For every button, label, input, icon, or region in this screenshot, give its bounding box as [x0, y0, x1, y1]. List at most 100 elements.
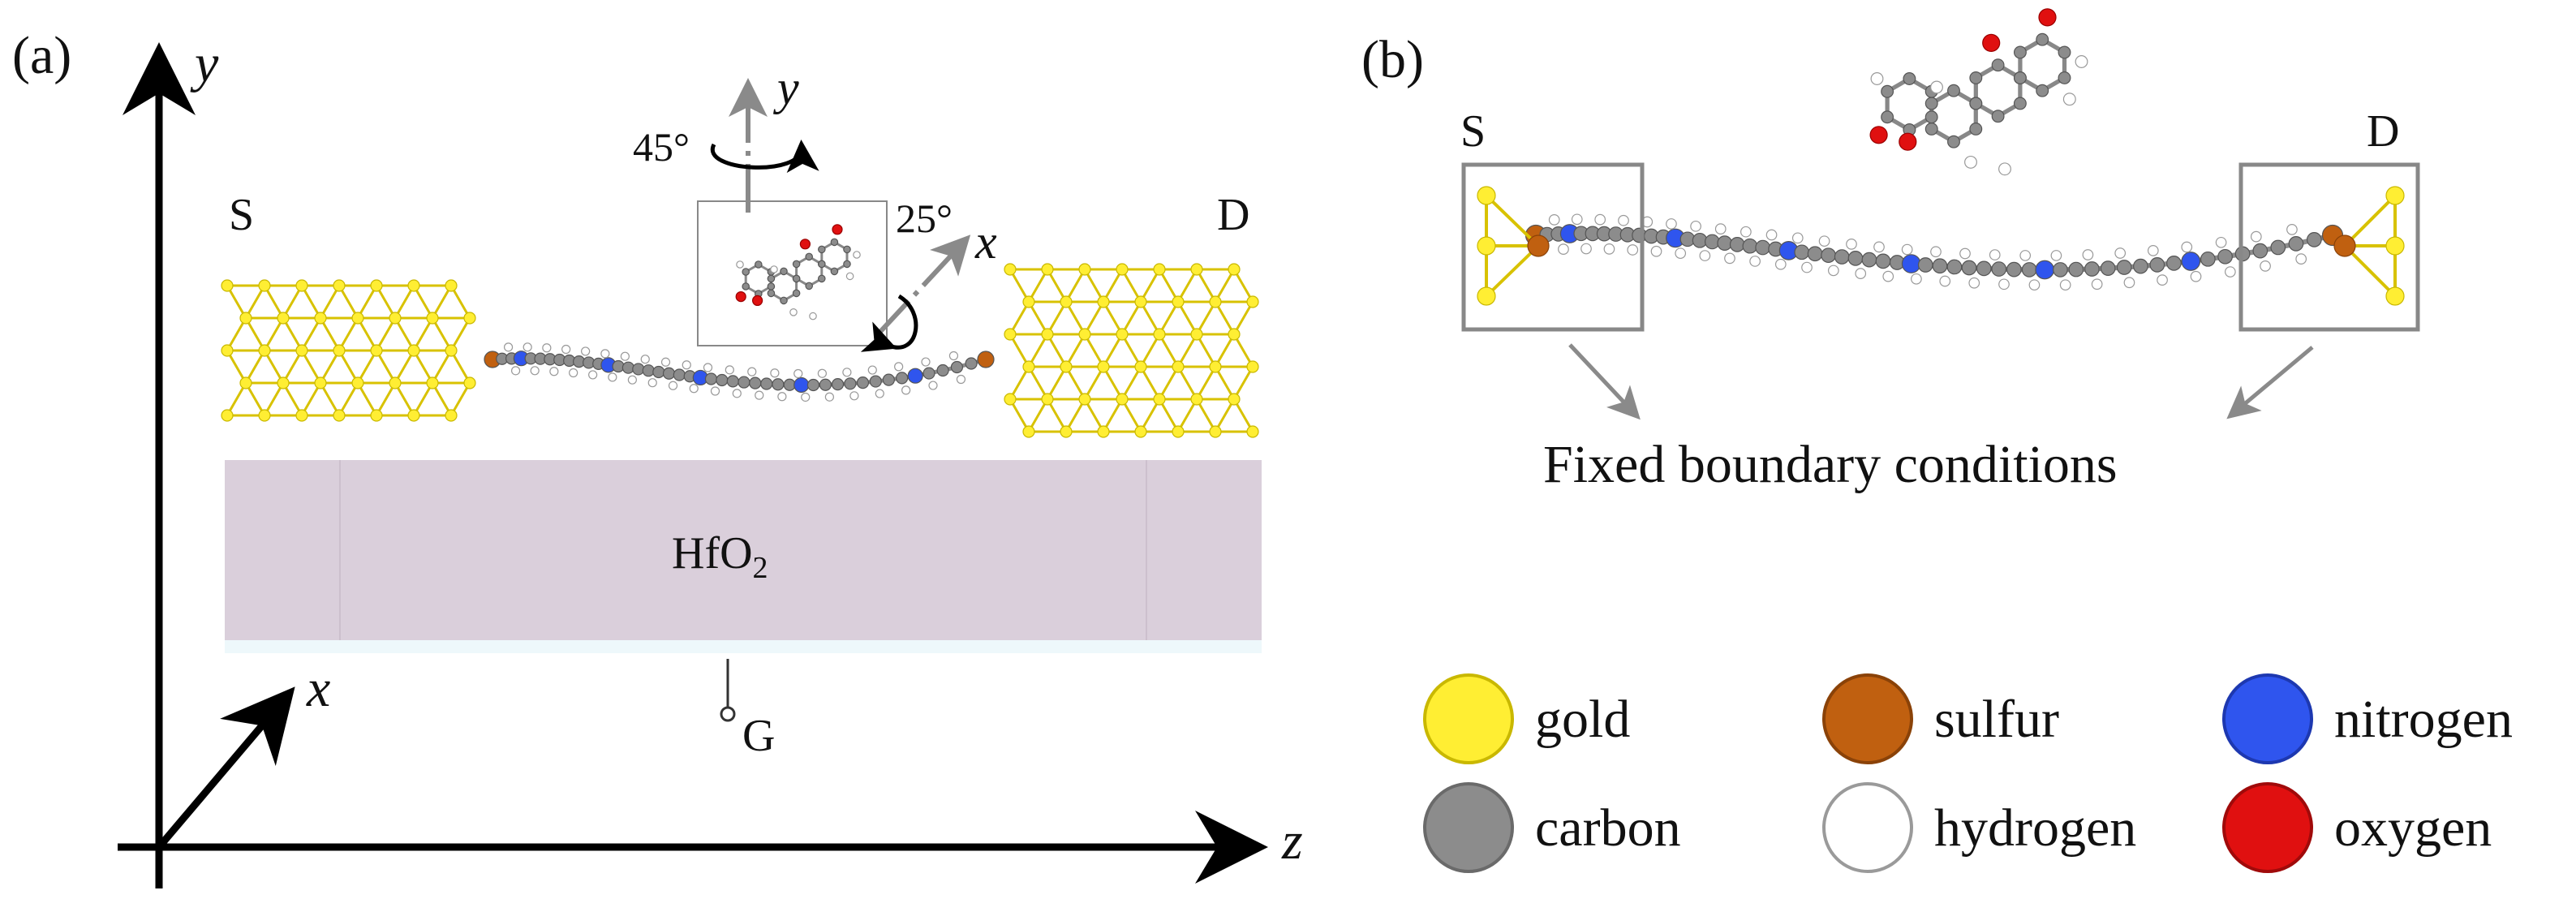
wire-atom — [1717, 235, 1733, 251]
wire-atom — [2181, 252, 2201, 271]
gold-atom — [333, 344, 346, 357]
wire-atom — [1932, 258, 1948, 274]
bond — [431, 284, 453, 320]
gold-atom — [1060, 425, 1073, 438]
boundary-arrow-left — [1568, 343, 1641, 420]
gold-atom — [1041, 328, 1054, 341]
bond — [338, 316, 359, 352]
carbon-atom — [843, 245, 851, 254]
hydrogen-atom — [640, 355, 650, 364]
bond — [1083, 268, 1105, 303]
gold-atom — [1153, 263, 1166, 276]
wire-atom — [1704, 234, 1720, 250]
hydrogen-atom — [549, 367, 559, 376]
bond — [1232, 365, 1254, 401]
carbon-atom — [1991, 110, 2005, 123]
bond — [1083, 365, 1105, 401]
gold-atom — [389, 312, 402, 325]
wire-atom — [738, 376, 750, 389]
panel-b: (b) S D Fixed boundary conditions — [1361, 8, 2420, 494]
boundary-annotation: Fixed boundary conditions — [1543, 435, 2118, 494]
bond — [393, 349, 415, 385]
hydrogen-atom — [948, 351, 959, 361]
hydrogen-atom — [2062, 92, 2076, 106]
gold-atom — [221, 279, 234, 292]
bond — [2343, 194, 2397, 247]
wire-atom — [977, 351, 995, 368]
wire-atom — [831, 378, 845, 391]
hydrogen-atom — [1580, 243, 1592, 255]
carbon-atom — [767, 289, 776, 298]
bond — [1102, 268, 1124, 303]
wire-atom — [856, 376, 870, 389]
hydrogen-atom — [2190, 270, 2202, 282]
wire-atom — [793, 376, 810, 394]
panel-a-label: (a) — [12, 26, 71, 85]
hydrogen-atom — [1882, 270, 1894, 282]
legend-swatch-carbon — [1423, 782, 1514, 873]
wire-atom — [1807, 246, 1823, 262]
bond — [1008, 398, 1030, 433]
gold-atom — [351, 376, 364, 389]
hydrogen-atom — [777, 392, 787, 402]
carbon-atom — [818, 260, 826, 269]
wire-atom — [1742, 238, 1758, 254]
bond — [393, 381, 415, 417]
hydrogen-atom — [1998, 162, 2011, 176]
wire-atom — [1961, 260, 1977, 276]
bond — [449, 316, 471, 352]
bond — [226, 381, 247, 417]
gold-atom — [1060, 360, 1073, 373]
bond — [356, 349, 378, 385]
hydrogen-atom — [894, 362, 904, 372]
gold-atom — [1209, 360, 1222, 373]
wire-atom — [1755, 239, 1770, 256]
gold-atom — [333, 279, 346, 292]
bond — [338, 381, 359, 417]
carbon-atom — [2036, 32, 2049, 46]
hydrogen-atom — [2114, 247, 2127, 259]
gold-atom — [1097, 425, 1110, 438]
gold-atom — [407, 279, 420, 292]
hydrogen-atom — [1627, 244, 1639, 256]
carbon-atom — [742, 268, 750, 276]
gold-atom — [258, 279, 271, 292]
hydrogen-atom — [581, 346, 591, 356]
inset-y-label: y — [772, 61, 799, 114]
wire-atom — [662, 367, 676, 380]
hydrogen-atom — [1873, 241, 1885, 253]
gold-atom — [463, 312, 476, 325]
bond — [319, 381, 341, 417]
bond — [1232, 268, 1254, 303]
bond — [263, 381, 285, 417]
hydrogen-atom — [901, 385, 911, 395]
gold-atom — [370, 344, 383, 357]
bond — [282, 381, 303, 417]
gold-atom — [370, 409, 383, 422]
boundary-box — [1461, 162, 1645, 332]
gold-atom — [1134, 360, 1147, 373]
bond — [1027, 365, 1049, 401]
carbon-atom — [805, 282, 813, 290]
hydrogen-atom — [1558, 243, 1569, 255]
hydrogen-atom — [770, 368, 780, 378]
bond — [1158, 300, 1180, 336]
hydrogen-atom — [2091, 278, 2103, 290]
gold-atom — [314, 312, 327, 325]
bond — [1064, 333, 1086, 368]
gold-electrode-left — [221, 279, 476, 422]
panel-b-source-label: S — [1460, 106, 1486, 157]
bond — [431, 349, 453, 385]
wire-atom — [1946, 259, 1963, 275]
bond — [1008, 268, 1030, 303]
x-axis — [156, 686, 295, 850]
hydrogen-atom — [1901, 243, 1913, 256]
wire-atom — [2068, 261, 2084, 277]
gold-atom — [239, 312, 252, 325]
wire-atom — [2084, 261, 2100, 277]
hydrogen-atom — [510, 366, 521, 376]
gold-atom — [426, 312, 439, 325]
gold-atom — [295, 409, 308, 422]
hfo2-substrate — [225, 460, 1262, 640]
carbon-atom — [1903, 72, 1916, 85]
